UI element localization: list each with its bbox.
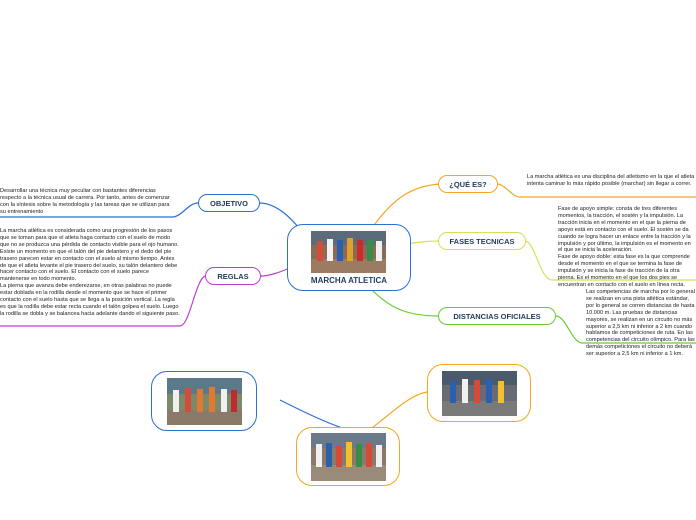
central-topic[interactable]: MARCHA ATLETICA <box>287 224 411 291</box>
branch-que-es-label: ¿QUÉ ES? <box>449 180 487 189</box>
reglas-text: La marcha atlética es considerada como u… <box>0 228 180 318</box>
fases-text: Fase de apoyo simple: consta de tres dif… <box>558 206 696 289</box>
branch-reglas-label: REGLAS <box>217 272 248 281</box>
central-topic-title: MARCHA ATLETICA <box>288 276 410 285</box>
branch-fases-tecnicas[interactable]: FASES TECNICAS <box>438 232 526 250</box>
branch-reglas[interactable]: REGLAS <box>205 267 261 285</box>
branch-fases-label: FASES TECNICAS <box>449 237 514 246</box>
que-es-text: La marcha atlética es una disciplina del… <box>527 174 696 188</box>
race-walkers-photo-bottom <box>311 433 386 481</box>
image-node-right[interactable] <box>427 364 531 422</box>
branch-que-es[interactable]: ¿QUÉ ES? <box>438 175 498 193</box>
branch-objetivo-label: OBJETIVO <box>210 199 248 208</box>
branch-distancias-oficiales[interactable]: DISTANCIAS OFICIALES <box>438 307 556 325</box>
race-walkers-photo-right <box>442 371 517 416</box>
distancias-text: Las competencias de marcha por lo genera… <box>586 289 696 358</box>
objetivo-text: Desarrollar una técnica muy peculiar con… <box>0 188 172 216</box>
branch-distancias-label: DISTANCIAS OFICIALES <box>453 312 540 321</box>
image-node-bottom[interactable] <box>296 427 400 486</box>
branch-objetivo[interactable]: OBJETIVO <box>198 194 260 212</box>
race-walkers-photo-left <box>167 378 242 425</box>
image-node-left[interactable] <box>151 371 257 431</box>
race-walking-photo <box>311 231 386 273</box>
